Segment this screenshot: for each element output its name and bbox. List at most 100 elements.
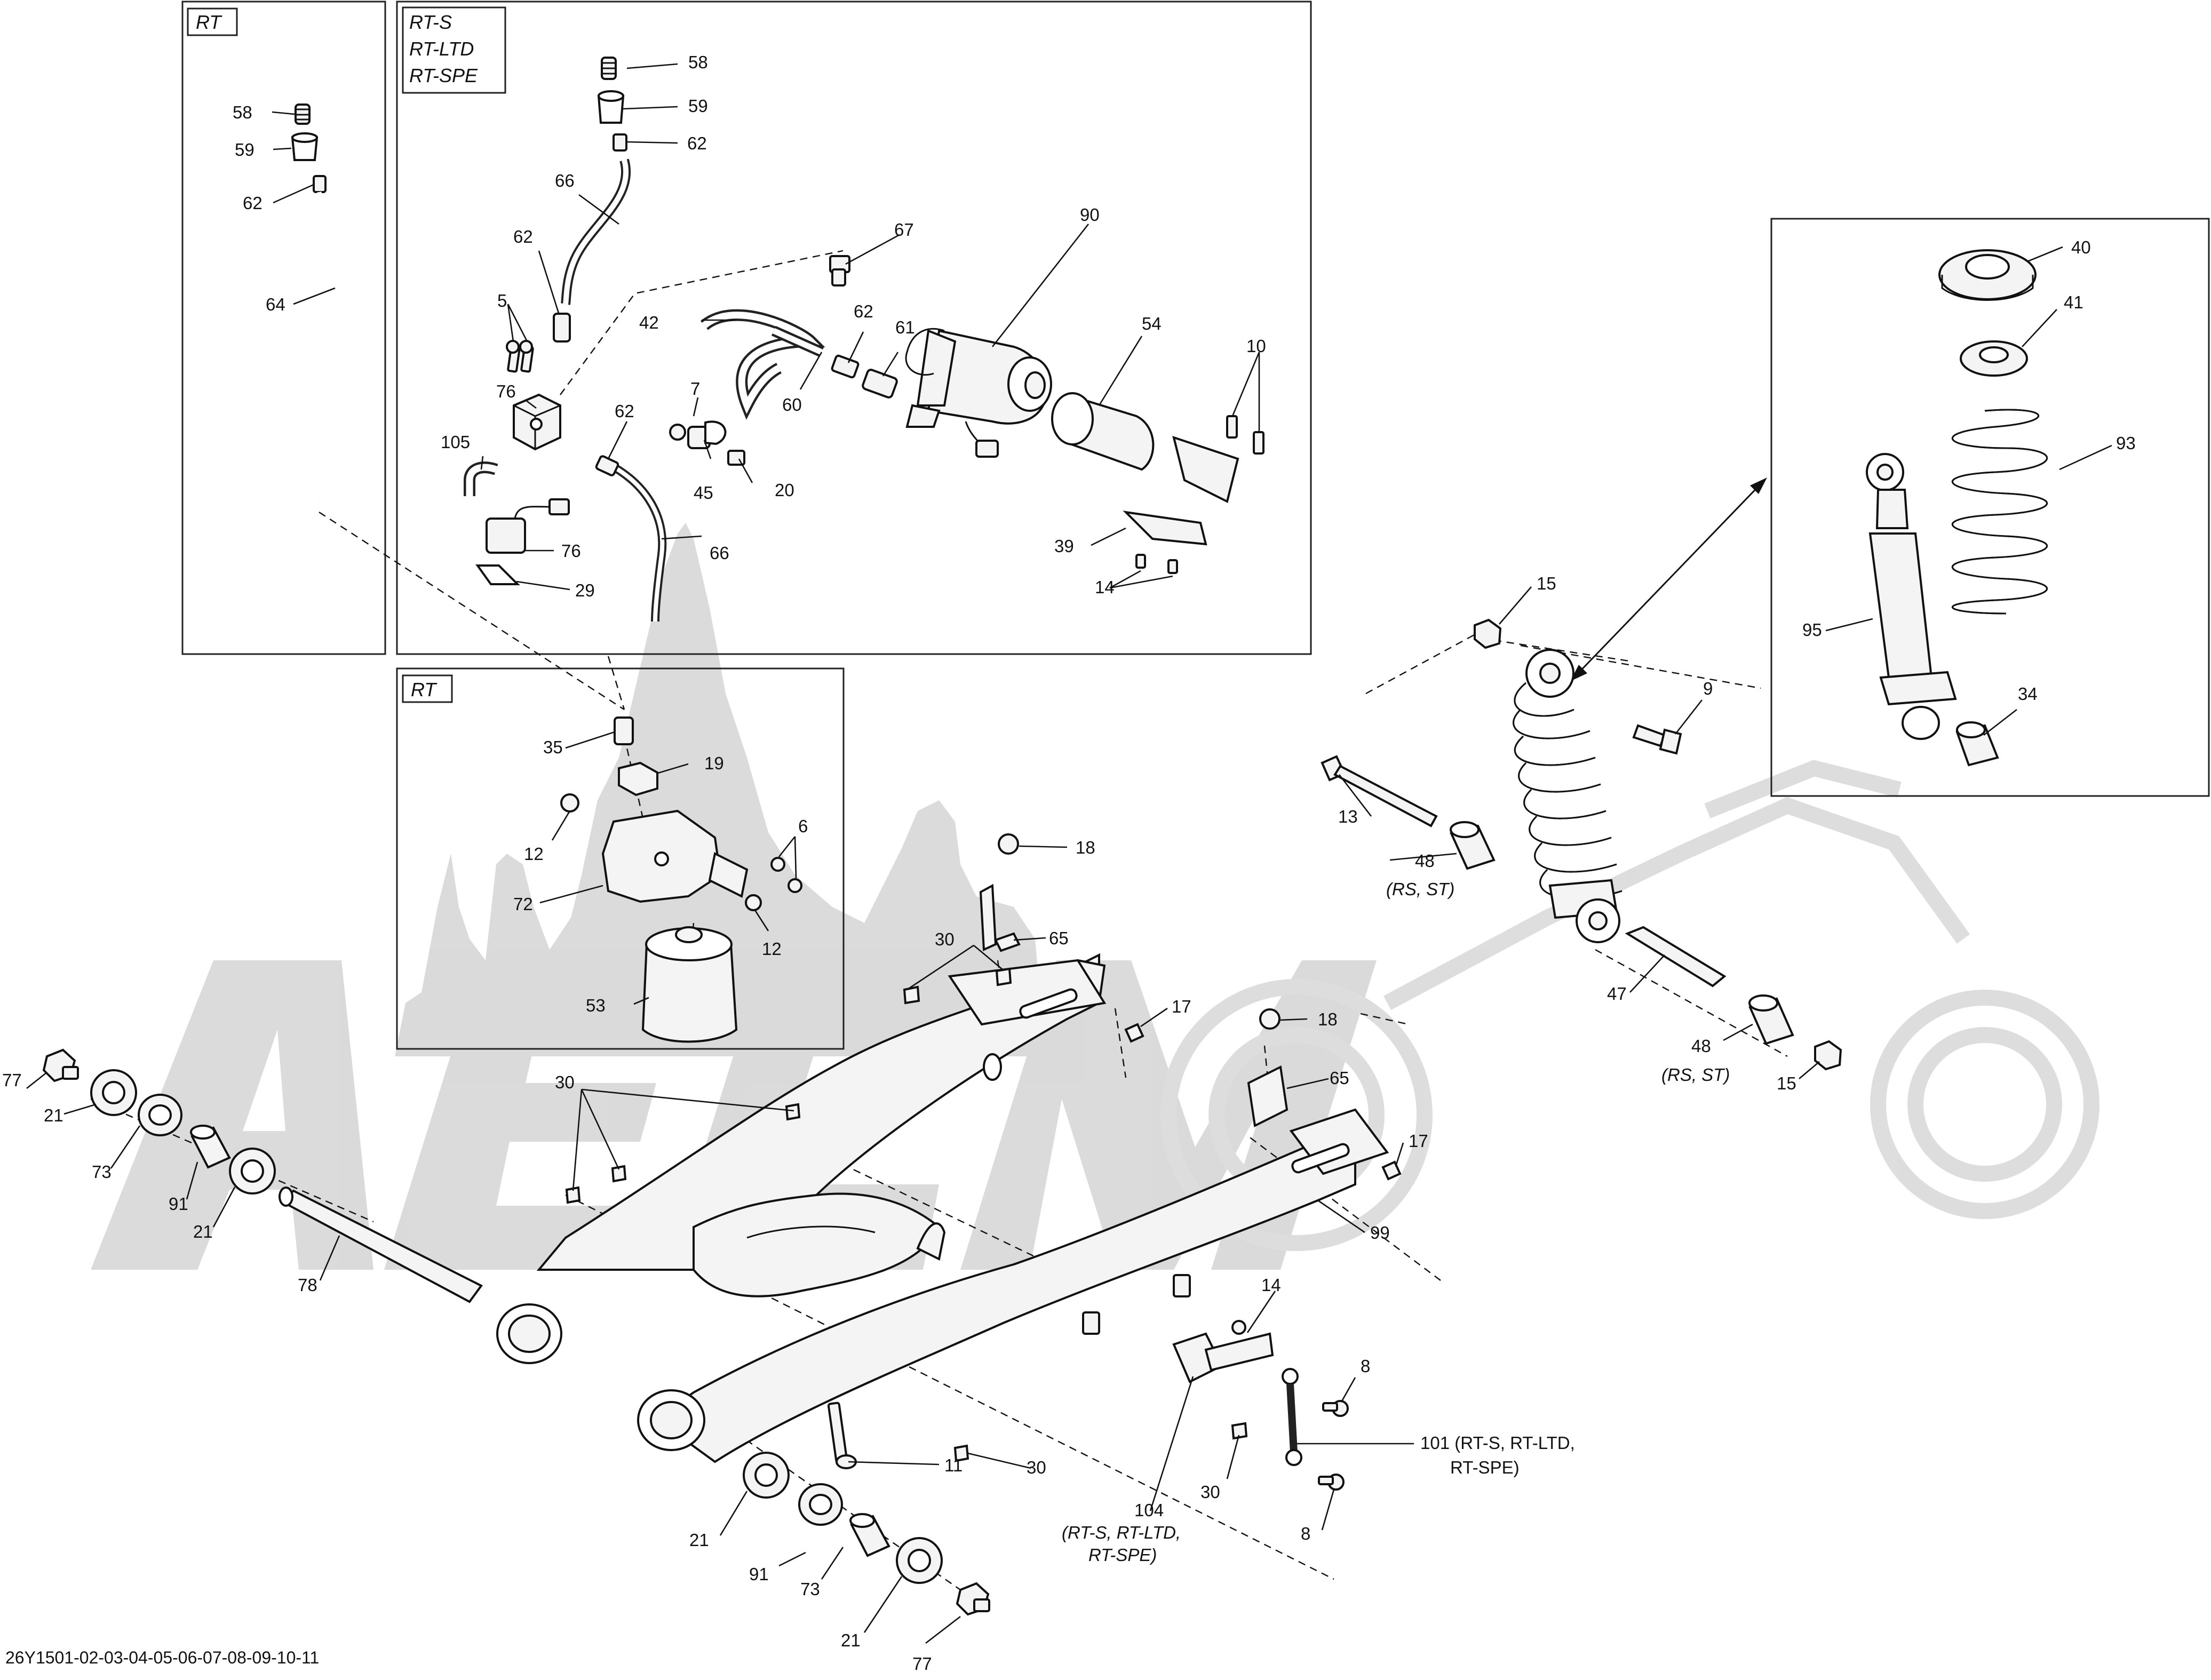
bleeder-screw-58b <box>601 57 617 80</box>
callout-12a: 12 <box>524 844 544 864</box>
shock-absorber-95 <box>1866 453 1957 740</box>
callout-45: 45 <box>694 483 713 503</box>
sleeve-91b <box>849 1513 890 1557</box>
preload-motor-90 <box>905 328 1052 458</box>
callout-14a: 14 <box>1095 577 1115 597</box>
bolt-12a <box>560 793 579 813</box>
callout-14b: 14 <box>1261 1275 1281 1295</box>
fitting-35 <box>614 716 634 745</box>
panel-electric-preload-tag-line-1: RT-S <box>409 11 452 33</box>
callout-77b: 77 <box>912 1654 932 1674</box>
electric-preload-assembly <box>464 57 1264 622</box>
callout-41: 41 <box>2064 292 2083 312</box>
shock-detail-assembly <box>1866 249 2048 767</box>
sleeve-91a <box>190 1125 231 1169</box>
callout-65a: 65 <box>1049 928 1069 948</box>
callout-7: 7 <box>690 379 700 399</box>
callout-91b: 91 <box>749 1564 769 1584</box>
elbow-67 <box>829 255 850 286</box>
callout-58b: 58 <box>688 52 708 72</box>
callout-11: 11 <box>944 1455 963 1475</box>
callout-18a: 18 <box>1076 838 1095 857</box>
callout-15a: 15 <box>1537 574 1556 593</box>
callout-34: 34 <box>2018 684 2038 704</box>
callout-64: 64 <box>266 294 285 314</box>
bushing-48a <box>1450 821 1496 870</box>
callout-13: 13 <box>1338 807 1358 826</box>
clamp-assembly <box>669 420 745 466</box>
callout-101: 101 (RT-S, RT-LTD, <box>1420 1433 1575 1453</box>
sleeve-47 <box>1625 926 1727 988</box>
callout-93: 93 <box>2116 433 2136 453</box>
panel-shock-detail-frame <box>1770 218 2210 797</box>
rear-shock-assembly <box>1321 618 1842 1071</box>
callout-65b: 65 <box>1330 1068 1349 1088</box>
fitting-62e <box>831 354 860 379</box>
fitting-62 <box>313 175 327 193</box>
swing-arm-99 <box>496 953 1389 1463</box>
shock-absorber <box>1513 649 1623 943</box>
panel-electric-preload-tag-line-2: RT-LTD <box>409 38 474 60</box>
callout-42: 42 <box>639 313 659 332</box>
right-bearing-stack <box>743 1452 990 1616</box>
bolt-11 <box>827 1402 857 1469</box>
callout-47: 47 <box>1607 984 1627 1004</box>
note-rs-st-b: (RS, ST) <box>1661 1065 1730 1085</box>
callout-48a: 48 <box>1415 851 1435 871</box>
callout-59b: 59 <box>688 96 708 116</box>
callout-104: 104 <box>1134 1500 1164 1520</box>
bolt-77b <box>956 1582 990 1616</box>
fasteners-30-17 <box>565 967 1402 1462</box>
panel-rt-hose-frame <box>181 1 386 655</box>
manual-adjuster-assembly <box>560 716 802 1043</box>
height-sensor-104 <box>1172 1320 1274 1383</box>
callout-99: 99 <box>1370 1223 1390 1243</box>
callout-91a: 91 <box>169 1194 188 1214</box>
panel-rt-manual-adjuster-frame <box>396 667 845 1050</box>
rt-hose-assembly <box>291 103 341 503</box>
spring-93 <box>1951 409 2048 615</box>
callout-59a: 59 <box>235 140 254 160</box>
callout-101-line-2: RT-SPE) <box>1450 1458 1520 1477</box>
sensor-link-101 <box>1282 1368 1302 1466</box>
callout-62e: 62 <box>854 301 873 321</box>
fitting-62c <box>553 313 571 343</box>
callout-90: 90 <box>1080 205 1100 225</box>
screws-5 <box>506 340 534 373</box>
panel-rt-manual-adjuster-tag-box <box>402 674 453 703</box>
left-bearing-stack <box>42 1048 276 1195</box>
callout-73b: 73 <box>800 1579 820 1599</box>
bearing-21b <box>229 1148 276 1195</box>
sensor-76 <box>486 498 570 554</box>
panel-rt-hose-tag: RT <box>196 11 222 33</box>
callout-76a: 76 <box>496 381 516 401</box>
callout-62b: 62 <box>687 133 707 153</box>
panel-electric-preload-tag-line-3: RT-SPE <box>409 65 478 86</box>
callout-54: 54 <box>1142 314 1162 333</box>
callout-104-line-3: RT-SPE) <box>1088 1545 1157 1565</box>
panel-electric-preload: RT-S RT-LTD RT-SPE <box>396 1 1312 655</box>
hose-66-lower <box>606 460 667 622</box>
brackets-65-bolts-18 <box>979 833 1289 1128</box>
callout-21d: 21 <box>841 1630 861 1650</box>
fitting-62b <box>613 133 627 152</box>
callout-73a: 73 <box>92 1162 112 1182</box>
panel-rt-manual-adjuster-tag: RT <box>411 679 438 700</box>
panel-rt-hose-tag-box <box>187 7 238 36</box>
callout-67: 67 <box>894 220 914 240</box>
callout-76b: 76 <box>561 541 581 561</box>
bolt-13 <box>1321 755 1438 827</box>
callout-8a: 8 <box>1361 1356 1370 1376</box>
callout-48b: 48 <box>1691 1036 1711 1056</box>
callout-17a: 17 <box>1172 997 1191 1016</box>
nut-15a <box>1474 618 1502 649</box>
nut-19 <box>618 761 658 797</box>
callout-66a: 66 <box>555 171 575 190</box>
callout-104-line-2: (RT-S, RT-LTD, <box>1062 1523 1181 1542</box>
callout-6: 6 <box>798 816 808 836</box>
spacer-73a <box>138 1094 182 1136</box>
watermark-logo <box>91 523 2099 1270</box>
fitting-62d <box>595 455 619 476</box>
